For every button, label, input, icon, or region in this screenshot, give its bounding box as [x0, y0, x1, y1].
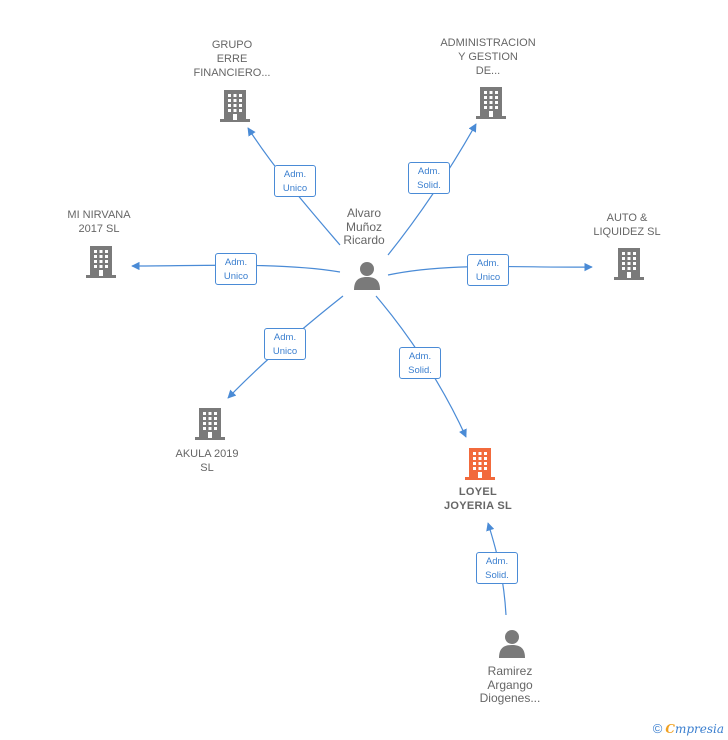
brand-logo-letter: C	[665, 722, 675, 736]
node-label-administracion[interactable]: ADMINISTRACION Y GESTION DE...	[440, 37, 536, 77]
building-icon-akula[interactable]	[195, 408, 225, 440]
building-icon-grupo-erre[interactable]	[220, 90, 250, 122]
node-label-loyel[interactable]: LOYEL JOYERIA SL	[444, 486, 512, 512]
brand-name: mpresia	[674, 722, 724, 736]
node-label-grupo-erre[interactable]: GRUPO ERRE FINANCIERO...	[193, 39, 271, 79]
building-icon-mi-nirvana[interactable]	[86, 246, 116, 278]
edge-label-loyel-alvaro[interactable]: Adm.Solid.	[399, 347, 441, 379]
node-label-auto-liquidez[interactable]: AUTO & LIQUIDEZ SL	[593, 212, 661, 238]
edge-label-administracion[interactable]: Adm.Solid.	[408, 162, 450, 194]
building-icon-auto-liquidez[interactable]	[614, 248, 644, 280]
node-label-alvaro[interactable]: Alvaro Muñoz Ricardo	[343, 206, 385, 247]
edge-label-grupo[interactable]: Adm.Unico	[274, 165, 316, 197]
node-label-ramirez[interactable]: Ramirez Argango Diogenes...	[479, 664, 541, 705]
node-label-mi-nirvana[interactable]: MI NIRVANA 2017 SL	[67, 209, 131, 235]
building-icon-administracion[interactable]	[476, 87, 506, 119]
edge-label-nirvana[interactable]: Adm.Unico	[215, 253, 257, 285]
person-icon-ramirez[interactable]	[499, 630, 525, 658]
person-icon-alvaro[interactable]	[354, 262, 380, 290]
node-label-akula[interactable]: AKULA 2019 SL	[175, 448, 239, 474]
footer-brand[interactable]: ©Cmpresia	[653, 721, 724, 736]
edge-label-loyel-ramirez[interactable]: Adm.Solid.	[476, 552, 518, 584]
building-icon-loyel[interactable]	[465, 448, 495, 480]
edge-label-auto[interactable]: Adm.Unico	[467, 254, 509, 286]
edge-label-akula[interactable]: Adm.Unico	[264, 328, 306, 360]
copyright-icon: ©	[652, 721, 663, 736]
